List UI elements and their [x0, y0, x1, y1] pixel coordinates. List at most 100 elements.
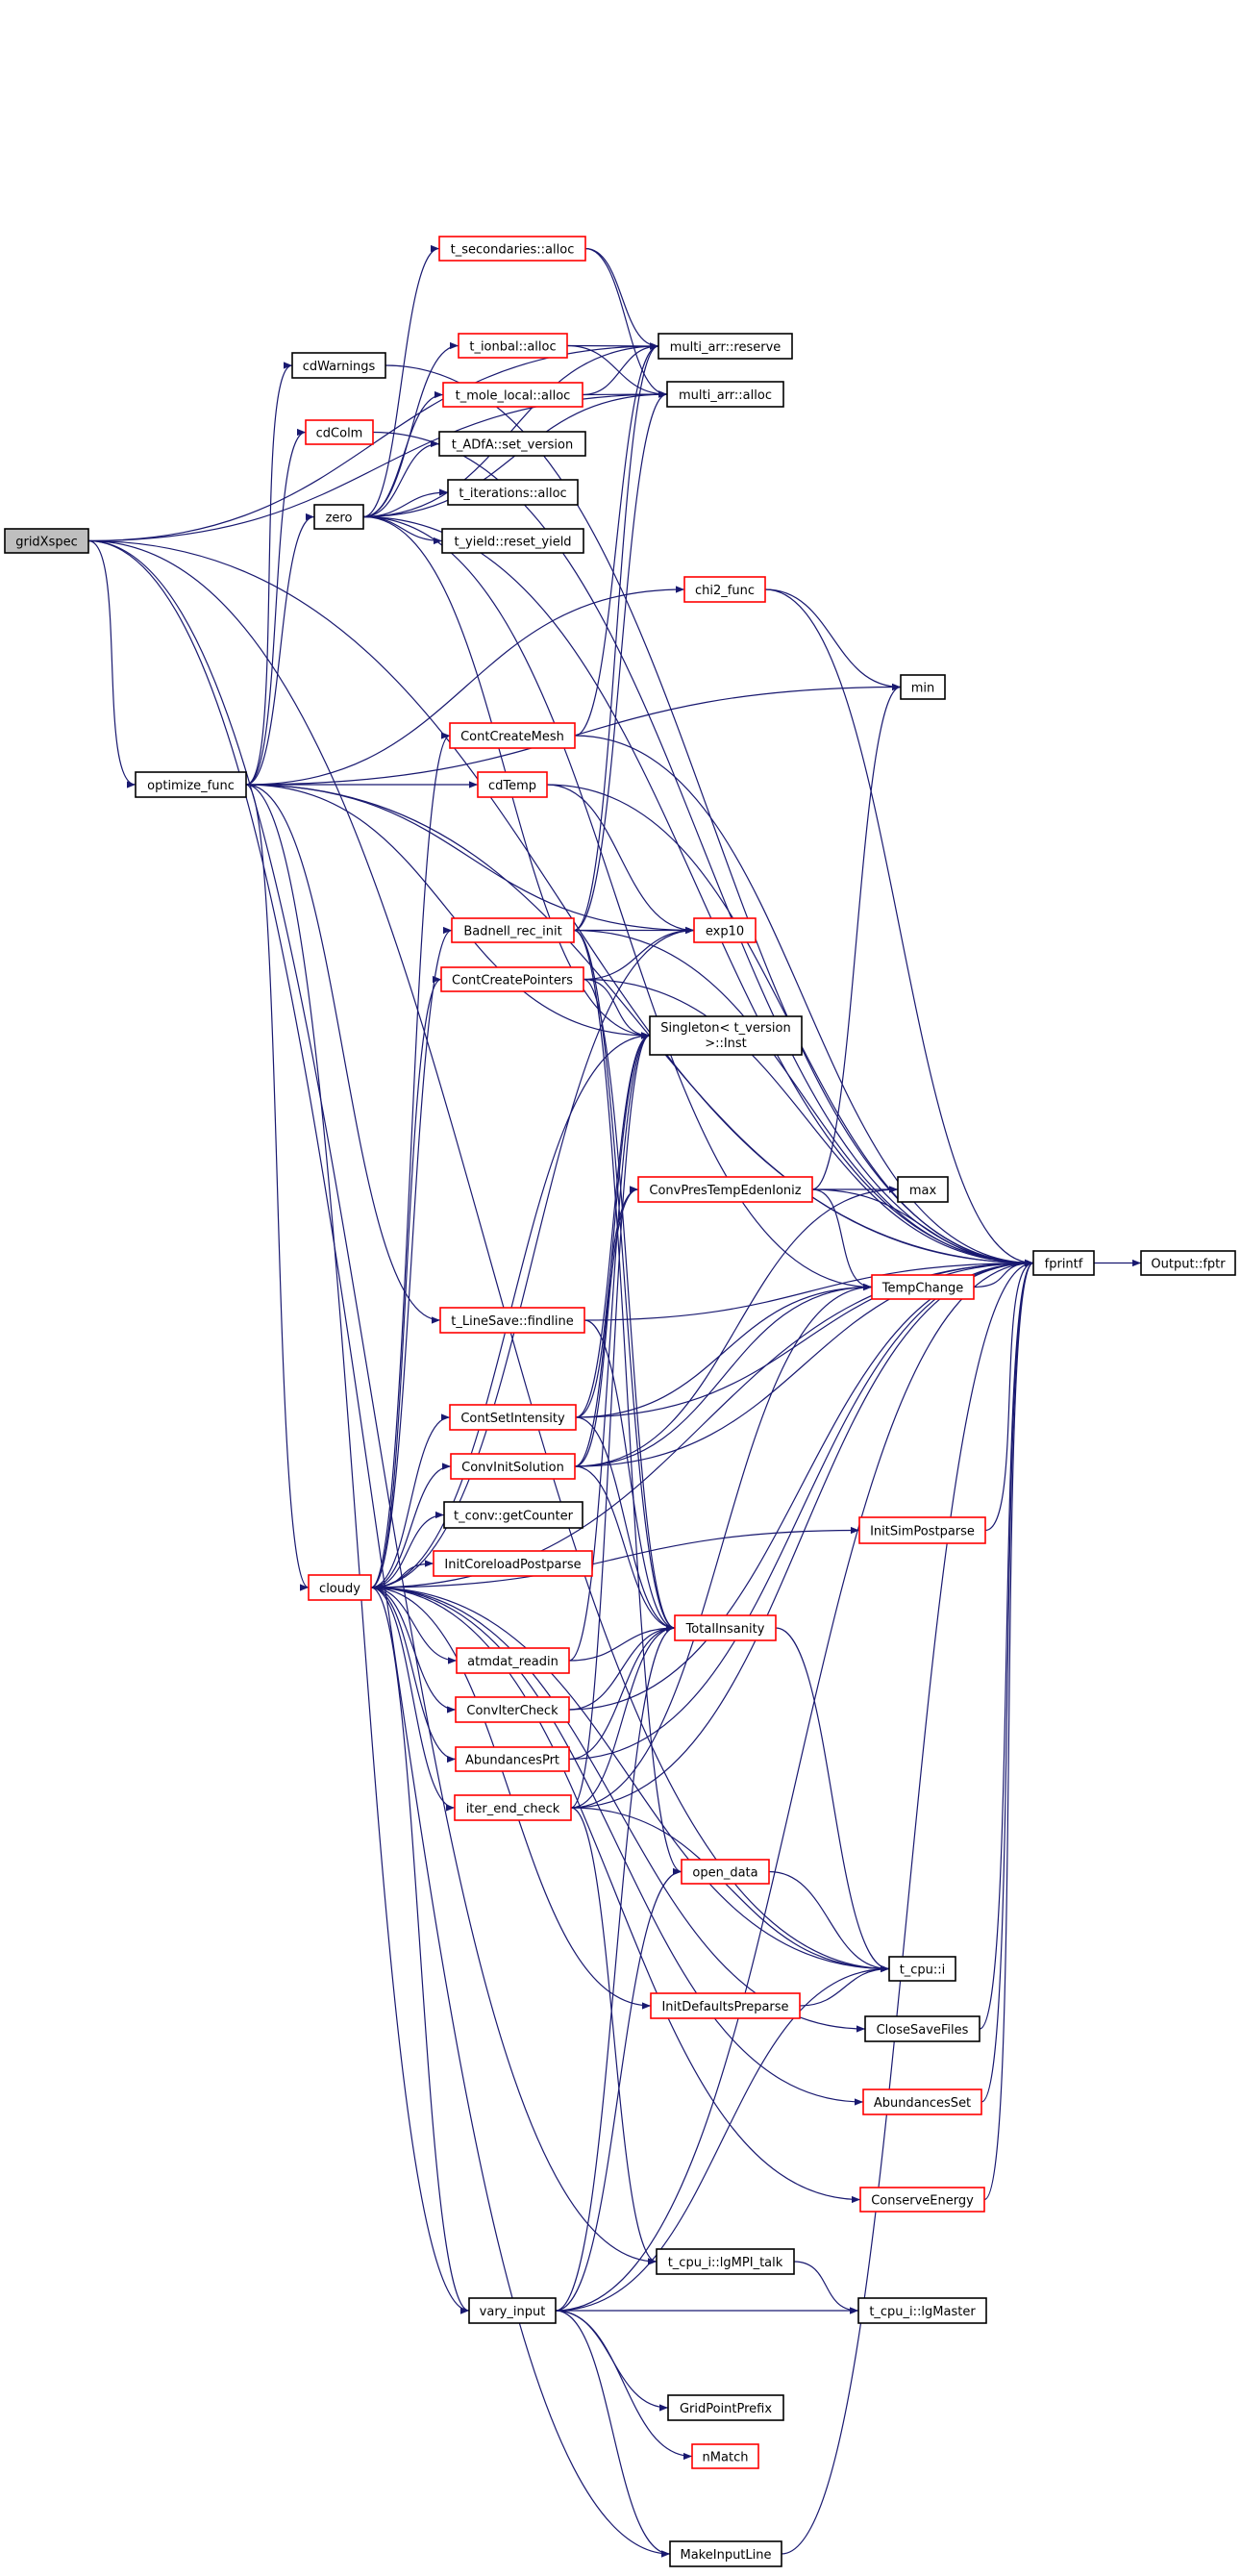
node-t-conv-getcounter[interactable]: t_conv::getCounter [443, 1501, 583, 1529]
node-initsimpostparse[interactable]: InitSimPostparse [858, 1516, 986, 1544]
node-box [135, 771, 247, 798]
node-label: t_cpu_i::lgMPI_talk [668, 2256, 783, 2270]
edge-vary_input-to-nMatch [555, 2310, 693, 2461]
node-fprintf[interactable]: fprintf [1032, 1250, 1095, 1276]
node-label: gridXspec [15, 536, 78, 550]
edge-ConvPresTempEdenIoniz-to-min [811, 684, 902, 1190]
node-box [308, 1574, 372, 1601]
node-cdtemp[interactable]: cdTemp [477, 771, 548, 798]
node-tempchange[interactable]: TempChange [871, 1274, 975, 1300]
node-label: ConserveEnergy [871, 2194, 974, 2209]
node-max[interactable]: max [897, 1176, 949, 1203]
node-iter-end-check[interactable]: iter_end_check [454, 1794, 572, 1821]
edge-optimize_func-to-t_LineSave_findline [245, 784, 441, 1324]
node-totalinsanity[interactable]: TotalInsanity [674, 1614, 777, 1641]
node-box [443, 1501, 583, 1529]
node-cloudy[interactable]: cloudy [308, 1574, 372, 1601]
edge-cloudy-to-InitSimPostparse [370, 1526, 860, 1588]
node-t-yield-reset-yield[interactable]: t_yield::reset_yield [441, 528, 584, 554]
node-initcoreloadpostparse[interactable]: InitCoreloadPostparse [433, 1550, 593, 1577]
node-t-secondaries-alloc[interactable]: t_secondaries::alloc [438, 236, 586, 262]
edge-cloudy-to-t_cpu_i [370, 1587, 890, 1973]
edge-gridXspec-to-MakeInputLine [87, 539, 671, 2558]
edge-optimize_func-to-chi2_func [245, 586, 685, 786]
node-label: AbundancesSet [874, 2096, 971, 2111]
node-multi-arr-reserve[interactable]: multi_arr::reserve [658, 333, 793, 360]
node-cdwarnings[interactable]: cdWarnings [291, 352, 386, 379]
node-t-cpu-i-lgmaster[interactable]: t_cpu_i::lgMaster [857, 2297, 987, 2324]
node-contcreatemesh[interactable]: ContCreateMesh [449, 722, 576, 749]
node-box [442, 382, 583, 408]
node-optimize-func[interactable]: optimize_func [135, 771, 247, 798]
node-nmatch[interactable]: nMatch [691, 2443, 759, 2469]
node-label: max [909, 1184, 937, 1198]
edge-ContSetIntensity-to-TempChange [575, 1283, 873, 1418]
node-t-cpu-i-lgmpi-talk[interactable]: t_cpu_i::lgMPI_talk [656, 2248, 795, 2275]
node-convprestempedenioniz[interactable]: ConvPresTempEdenIoniz [637, 1176, 813, 1203]
node-box [658, 333, 793, 360]
node-chi2-func[interactable]: chi2_func [683, 576, 766, 603]
node-box [669, 2540, 782, 2567]
node-contcreatepointers[interactable]: ContCreatePointers [440, 966, 584, 992]
node-t-ionbal-alloc[interactable]: t_ionbal::alloc [458, 333, 568, 359]
edge-optimize_func-to-cloudy [245, 784, 310, 1591]
node-label: min [911, 682, 935, 696]
node-makeinputline[interactable]: MakeInputLine [669, 2540, 782, 2567]
node-label: zero [326, 512, 353, 526]
node-cdcolm[interactable]: cdColm [305, 419, 374, 445]
node-badnell-rec-init[interactable]: Badnell_rec_init [451, 917, 575, 943]
node-box [666, 381, 784, 408]
node-multi-arr-alloc[interactable]: multi_arr::alloc [666, 381, 784, 408]
node-box [888, 1956, 956, 1982]
node-label: optimize_func [147, 779, 235, 793]
node-box [305, 419, 374, 445]
node-singleton-inst[interactable]: Singleton< t_version>::Inst [649, 1015, 803, 1056]
node-label: t_iterations::alloc [459, 487, 566, 501]
node-t-cpu-i[interactable]: t_cpu::i [888, 1956, 956, 1982]
node-t-adfa-set-version[interactable]: t_ADfA::set_version [438, 431, 586, 457]
node-label: cdWarnings [303, 360, 376, 374]
edge-zero-to-t_secondaries_alloc [362, 244, 440, 518]
node-box [637, 1176, 813, 1203]
node-label: InitDefaultsPreparse [661, 2000, 788, 2014]
node-contsetintensity[interactable]: ContSetIntensity [449, 1404, 577, 1431]
edge-cloudy-to-ContSetIntensity [370, 1413, 451, 1588]
node-conserveenergy[interactable]: ConserveEnergy [859, 2187, 985, 2213]
node-label: TotalInsanity [685, 1622, 765, 1637]
node-t-iterations-alloc[interactable]: t_iterations::alloc [447, 479, 579, 506]
node-label: t_cpu_i::lgMaster [869, 2305, 976, 2319]
node-exp10[interactable]: exp10 [693, 917, 757, 943]
node-label: InitCoreloadPostparse [444, 1558, 581, 1572]
edge-cloudy-to-t_conv_getCounter [370, 1511, 445, 1588]
node-gridxspec[interactable]: gridXspec [4, 528, 89, 554]
node-convitercheck[interactable]: ConvIterCheck [455, 1696, 570, 1723]
node-initdefaultspreparse[interactable]: InitDefaultsPreparse [650, 1992, 801, 2019]
node-label: Output::fptr [1151, 1258, 1226, 1272]
node-label: exp10 [706, 925, 744, 939]
node-zero[interactable]: zero [313, 504, 364, 530]
node-open-data[interactable]: open_data [681, 1859, 770, 1885]
node-vary-input[interactable]: vary_input [468, 2297, 557, 2324]
edge-Badnell_rec_init-to-multi_arr_alloc [573, 390, 668, 932]
node-box [455, 1746, 570, 1772]
node-closesavefiles[interactable]: CloseSaveFiles [864, 2015, 980, 2042]
edge-optimize_func-to-fprintf [245, 784, 1034, 1267]
node-label: t_secondaries::alloc [451, 243, 575, 258]
node-box [650, 1992, 801, 2019]
node-gridpointprefix[interactable]: GridPointPrefix [667, 2394, 784, 2421]
edge-cloudy-to-ContCreatePointers [370, 976, 442, 1588]
node-min[interactable]: min [900, 674, 946, 700]
edge-ConvPresTempEdenIoniz-to-TempChange [811, 1188, 873, 1291]
edge-zero-to-fprintf [362, 515, 1034, 1267]
node-atmdat-readin[interactable]: atmdat_readin [456, 1647, 570, 1674]
node-label: multi_arr::reserve [670, 340, 782, 355]
node-t-mole-local-alloc[interactable]: t_mole_local::alloc [442, 382, 583, 408]
node-t-linesave-findline[interactable]: t_LineSave::findline [439, 1307, 585, 1334]
node-box [454, 1794, 572, 1821]
node-abundancesprt[interactable]: AbundancesPrt [455, 1746, 570, 1772]
node-abundancesset[interactable]: AbundancesSet [862, 2088, 982, 2115]
node-label: multi_arr::alloc [679, 388, 772, 403]
node-output-fptr[interactable]: Output::fptr [1140, 1250, 1236, 1276]
edge-optimize_func-to-vary_input [245, 784, 470, 2314]
node-convinitsolution[interactable]: ConvInitSolution [450, 1453, 576, 1480]
